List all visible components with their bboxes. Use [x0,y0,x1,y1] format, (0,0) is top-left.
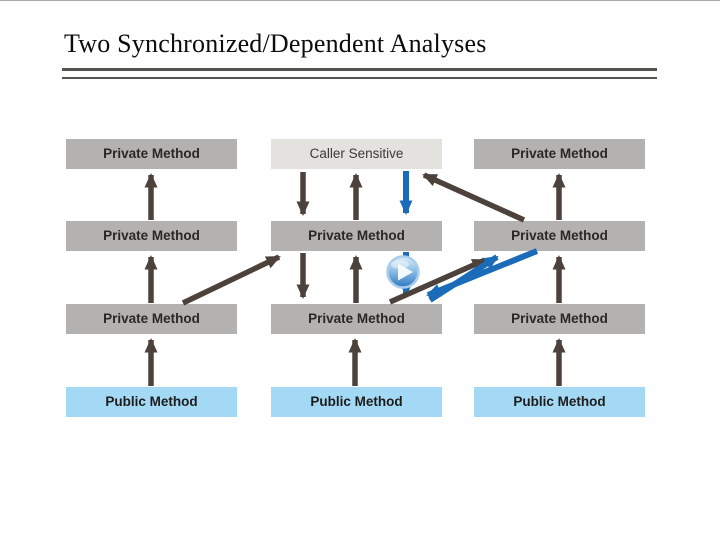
node-private-method: Private Method [474,304,645,334]
arrow-sync-blue-down [426,248,539,298]
arrow-diagonal-right-to-caller [422,172,526,223]
node-private-method: Private Method [474,139,645,169]
node-public-method: Public Method [271,387,442,417]
title-rule-thick [62,68,657,71]
node-private-method: Private Method [66,304,237,334]
node-caller-sensitive: Caller Sensitive [271,139,442,169]
arrow-sync-blue-up [428,254,499,303]
node-public-method: Public Method [474,387,645,417]
node-private-method: Private Method [271,304,442,334]
arrow-diagonal-left-to-mid [181,254,281,306]
node-private-method: Private Method [66,221,237,251]
node-public-method: Public Method [66,387,237,417]
slide-title: Two Synchronized/Dependent Analyses [64,29,487,58]
node-private-method: Private Method [66,139,237,169]
node-private-method: Private Method [271,221,442,251]
play-icon[interactable] [385,254,421,290]
title-rule-thin [62,77,657,79]
node-private-method: Private Method [474,221,645,251]
